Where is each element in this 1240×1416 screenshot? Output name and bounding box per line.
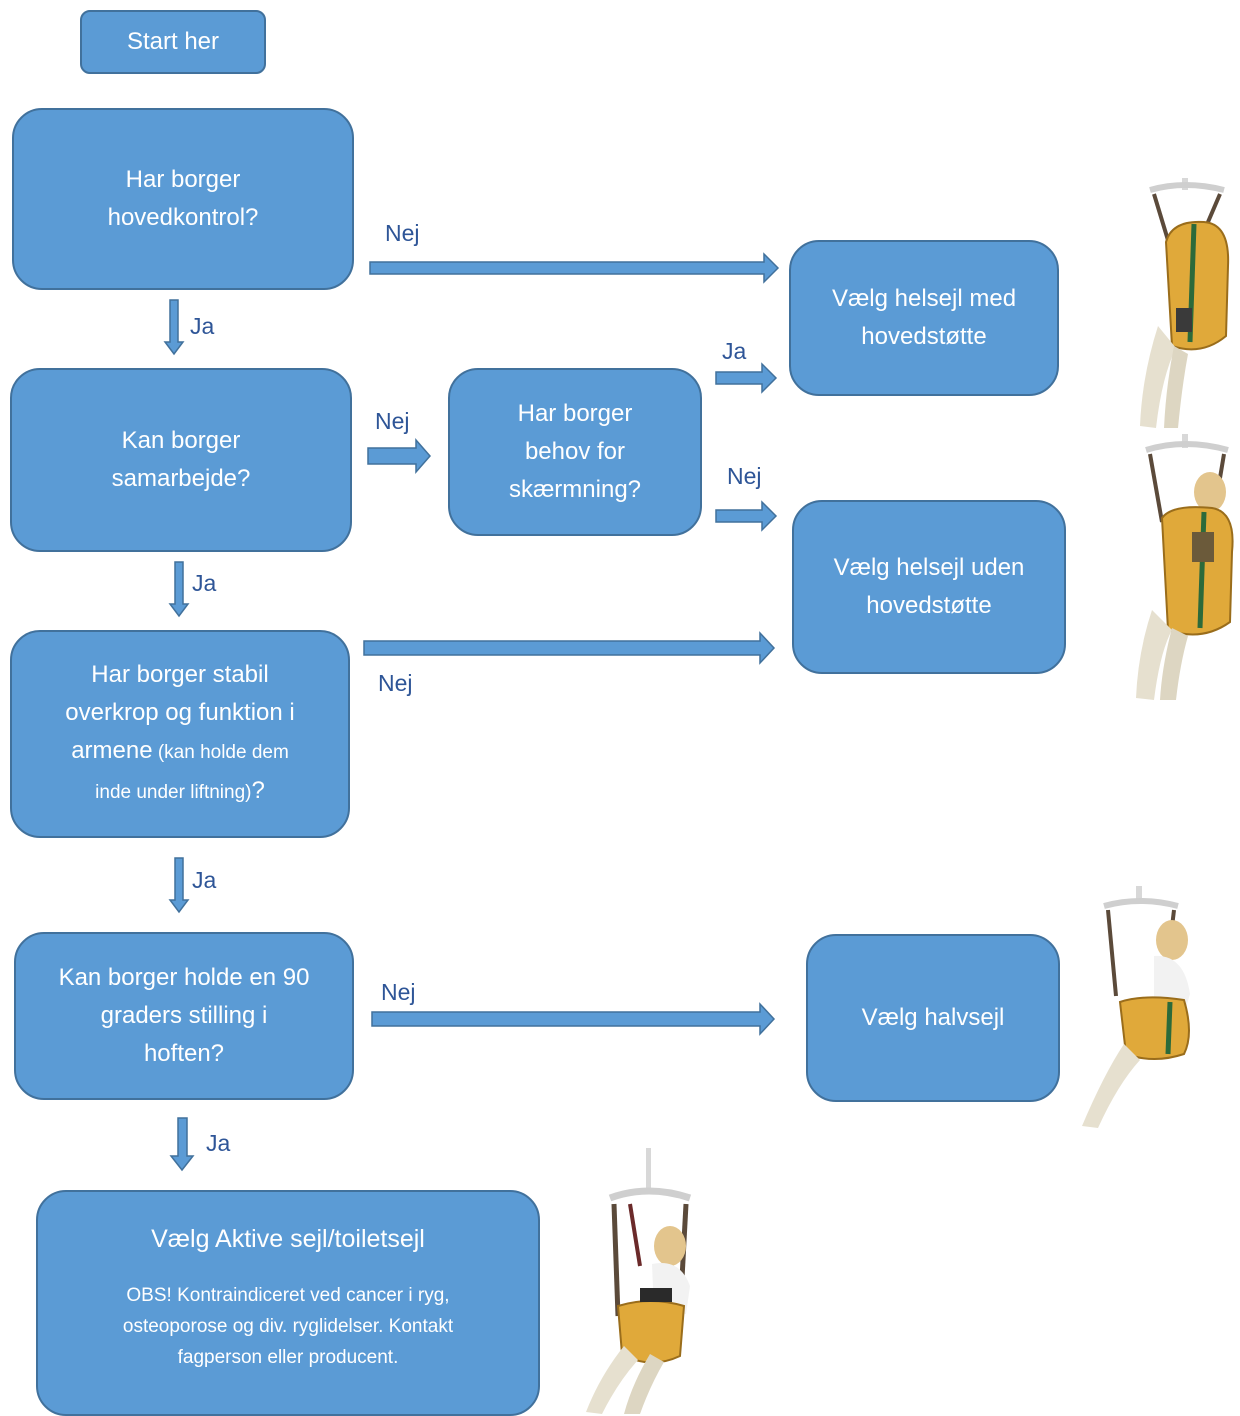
question-cooperate: Kan borger samarbejde? — [10, 368, 352, 552]
arrow-right-nej-1 — [369, 252, 780, 284]
q4-line-3-main: armene — [71, 737, 153, 764]
arrow-down-ja-1 — [163, 299, 185, 356]
label-nej-2: Nej — [375, 408, 410, 434]
r2-line-1: Vælg helsejl uden — [833, 554, 1025, 581]
q5-line-3: hoften? — [143, 1040, 225, 1067]
label-ja-1: Ja — [190, 313, 215, 339]
start-box: Start her — [80, 10, 266, 74]
result-sling-without-headrest: Vælg helsejl uden hovedstøtte — [792, 500, 1066, 674]
q2-line-2: samarbejde? — [111, 465, 251, 492]
label-nej-5: Nej — [381, 979, 416, 1005]
label-ja-4: Ja — [192, 867, 217, 893]
arrow-down-ja-2 — [168, 561, 190, 618]
half-sling-image — [1082, 886, 1190, 1128]
q3-line-3: skærmning? — [508, 476, 642, 503]
q1-line-2: hovedkontrol? — [107, 204, 259, 231]
r3-label: Vælg halvsejl — [861, 1004, 1005, 1031]
r1-line-1: Vælg helsejl med — [831, 285, 1017, 312]
arrow-right-nej-3 — [715, 500, 778, 532]
label-ja-5: Ja — [206, 1130, 231, 1156]
arrow-right-ja-3 — [715, 362, 778, 394]
arrow-right-nej-5 — [371, 1002, 776, 1036]
r2-line-2: hovedstøtte — [866, 592, 992, 619]
label-nej-3: Nej — [727, 463, 762, 489]
start-label: Start her — [126, 28, 220, 55]
q4-line-4-end: ? — [251, 777, 265, 804]
question-stable-torso: Har borger stabil overkrop og funktion i… — [10, 630, 350, 838]
arrow-down-ja-5 — [169, 1117, 195, 1172]
q4-line-4-small: inde under liftning) — [95, 782, 252, 803]
q2-line-1: Kan borger — [121, 427, 241, 454]
sling-with-headrest-image — [1140, 178, 1230, 428]
question-90-degrees: Kan borger holde en 90 graders stilling … — [14, 932, 354, 1100]
q3-line-1: Har borger — [517, 400, 633, 427]
question-shielding: Har borger behov for skærmning? — [448, 368, 702, 536]
label-ja-3: Ja — [722, 338, 747, 364]
label-ja-2: Ja — [192, 570, 217, 596]
label-nej-1: Nej — [385, 220, 420, 246]
result-active-sling: Vælg Aktive sejl/toiletsejl OBS! Kontrai… — [36, 1190, 540, 1416]
r4-note-line-2: osteoporose og div. ryglidelser. Kontakt — [122, 1316, 454, 1337]
active-toilet-sling-image — [586, 1148, 692, 1414]
result-sling-with-headrest: Vælg helsejl med hovedstøtte — [789, 240, 1059, 396]
r4-note: OBS! Kontraindiceret ved cancer i ryg, o… — [123, 1280, 453, 1373]
arrow-right-nej-4 — [363, 631, 776, 665]
q4-line-1: Har borger stabil — [91, 661, 269, 688]
label-nej-4: Nej — [378, 670, 413, 696]
q5-line-2: graders stilling i — [100, 1002, 268, 1029]
r1-line-2: hovedstøtte — [861, 323, 987, 350]
q1-line-1: Har borger — [125, 166, 241, 193]
question-head-control: Har borger hovedkontrol? — [12, 108, 354, 290]
r4-title: Vælg Aktive sejl/toiletsejl — [151, 1225, 425, 1253]
result-half-sling: Vælg halvsejl — [806, 934, 1060, 1102]
q3-line-2: behov for — [524, 438, 626, 465]
r4-note-line-1: OBS! Kontraindiceret ved cancer i ryg, — [126, 1285, 450, 1306]
sling-without-headrest-image — [1136, 434, 1234, 700]
q5-line-1: Kan borger holde en 90 — [58, 964, 310, 991]
arrow-down-ja-4 — [168, 857, 190, 914]
q4-line-2: overkrop og funktion i — [65, 699, 295, 726]
r4-note-line-3: fagperson eller producent. — [177, 1347, 399, 1368]
arrow-right-nej-2 — [367, 438, 431, 474]
q4-line-3-small: (kan holde dem — [152, 742, 289, 763]
